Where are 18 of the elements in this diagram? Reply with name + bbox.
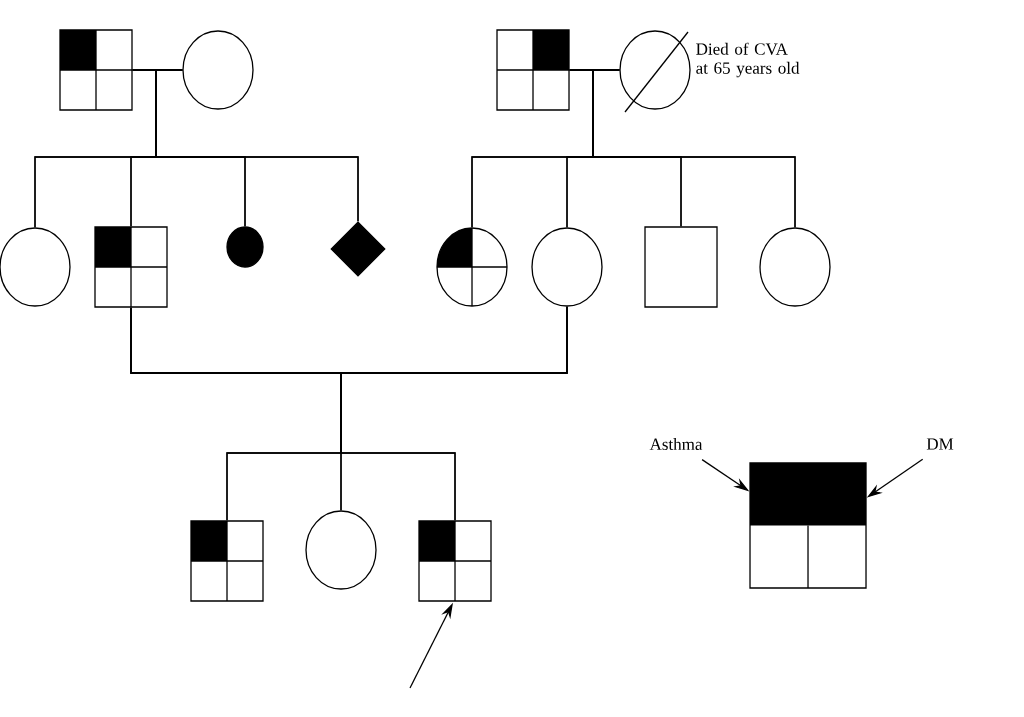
circle-symbol (619, 30, 691, 113)
circle-symbol (182, 30, 254, 110)
circle-symbol (436, 227, 508, 307)
circle-symbol (305, 510, 377, 590)
circle-symbol (226, 226, 264, 268)
square-symbol (418, 520, 492, 602)
square-symbol (644, 226, 718, 308)
square-symbol (496, 29, 570, 111)
key-label: Asthma (649, 438, 703, 450)
square-symbol (59, 29, 133, 111)
circle-symbol (759, 227, 831, 307)
key-label: DM (926, 438, 954, 450)
key-square (749, 462, 867, 589)
square-symbol (190, 520, 264, 602)
square-symbol (94, 226, 168, 308)
note-text: Died of CVA at 65 years old (696, 42, 800, 78)
circle-symbol (531, 227, 603, 307)
diamond-symbol (330, 221, 386, 277)
